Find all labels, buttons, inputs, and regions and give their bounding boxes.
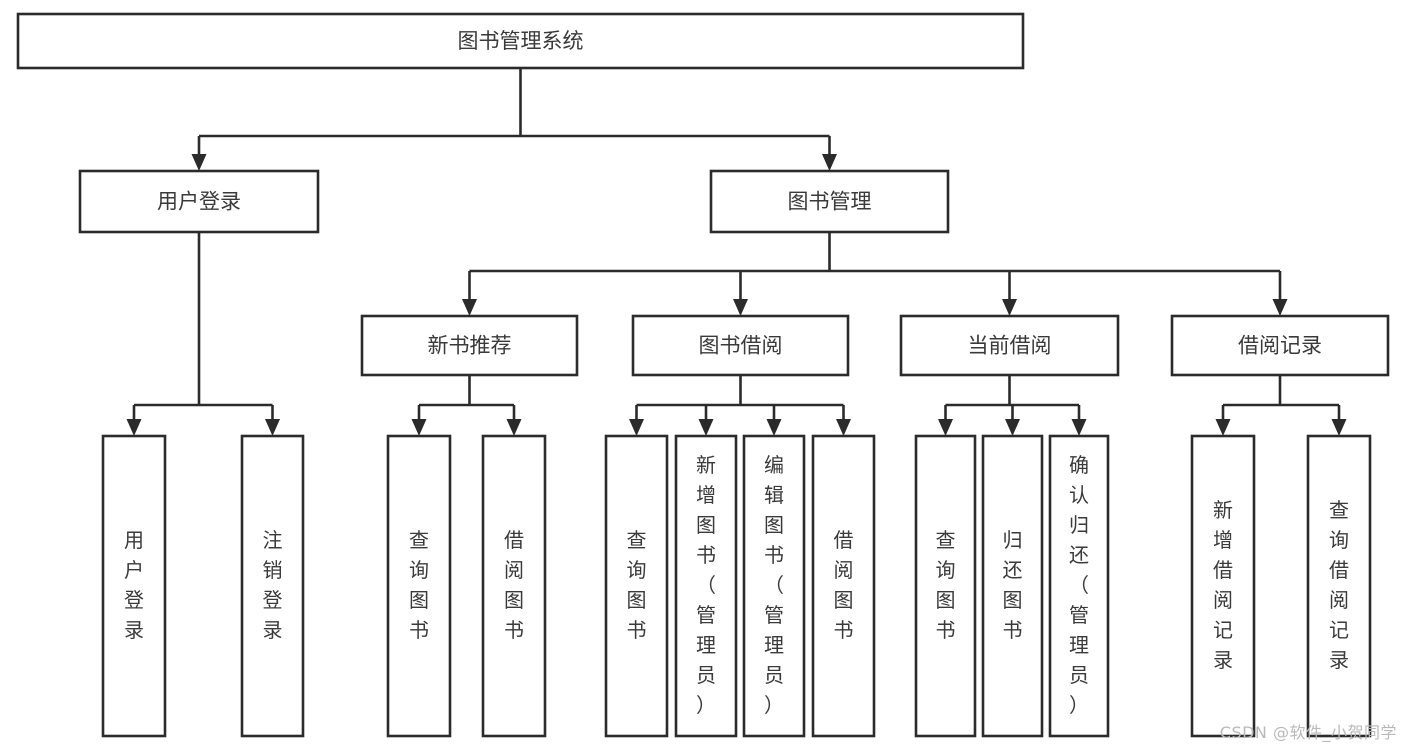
node-box[interactable] — [481, 434, 547, 738]
node-leaf-12[interactable]: 查询借阅记录 — [1306, 434, 1372, 738]
node-box[interactable] — [631, 314, 850, 377]
node-leaf-10[interactable]: 确认归还（管理员） — [1048, 434, 1110, 738]
arrow-head-icon — [836, 419, 851, 436]
node-leaf-4[interactable]: 查询图书 — [604, 434, 669, 738]
node-label: 新增图书（管理员） — [696, 453, 716, 717]
node-label: 借阅图书 — [834, 528, 854, 642]
node-label: 查询图书 — [936, 528, 956, 642]
arrow-head-icon — [1215, 419, 1231, 436]
node-box[interactable] — [1170, 314, 1390, 377]
node-leaf-1[interactable]: 注销登录 — [240, 434, 305, 738]
node-box[interactable] — [78, 169, 320, 234]
node-box[interactable] — [240, 434, 305, 738]
node-box[interactable] — [604, 434, 669, 738]
node-label: 图书管理 — [788, 190, 872, 214]
node-label: 归还图书 — [1003, 528, 1023, 642]
arrow-head-icon — [411, 419, 427, 436]
node-label: 图书管理系统 — [458, 29, 584, 53]
arrow-head-icon — [822, 154, 837, 171]
node-l2-1[interactable]: 图书管理 — [709, 169, 950, 234]
branch-book-borrow — [629, 375, 851, 436]
arrow-head-icon — [938, 419, 953, 436]
node-box[interactable] — [914, 434, 977, 738]
node-root-0[interactable]: 图书管理系统 — [16, 12, 1025, 70]
branch-root — [191, 68, 837, 171]
connector-layer — [126, 68, 1347, 436]
node-box[interactable] — [981, 434, 1044, 738]
node-box[interactable] — [1048, 434, 1110, 738]
node-label: 新书推荐 — [428, 334, 512, 358]
node-label: 编辑图书（管理员） — [764, 453, 784, 717]
arrow-head-icon — [1331, 419, 1347, 436]
arrow-head-icon — [733, 299, 748, 316]
node-leaf-2[interactable]: 查询图书 — [386, 434, 452, 738]
arrow-head-icon — [191, 154, 207, 171]
branch-book-management — [462, 232, 1288, 316]
node-box[interactable] — [1190, 434, 1256, 738]
arrow-head-icon — [629, 419, 644, 436]
arrow-head-icon — [265, 419, 280, 436]
branch-current-borrow — [938, 375, 1087, 436]
node-l2-0[interactable]: 用户登录 — [78, 169, 320, 234]
node-label: 新增借阅记录 — [1213, 498, 1233, 672]
node-label: 注销登录 — [263, 528, 283, 642]
node-box[interactable] — [674, 434, 738, 738]
branch-borrow-record — [1215, 375, 1347, 436]
arrow-head-icon — [698, 419, 714, 436]
branch-user-login — [126, 232, 280, 436]
node-box[interactable] — [386, 434, 452, 738]
node-label: 用户登录 — [157, 190, 241, 214]
node-l3-2[interactable]: 当前借阅 — [899, 314, 1120, 377]
node-label: 确认归还（管理员） — [1069, 453, 1089, 717]
node-label: 用户登录 — [124, 528, 144, 642]
node-label: 查询图书 — [409, 528, 429, 642]
node-label: 查询图书 — [627, 528, 647, 642]
node-label: 当前借阅 — [968, 334, 1052, 358]
node-leaf-3[interactable]: 借阅图书 — [481, 434, 547, 738]
node-leaf-9[interactable]: 归还图书 — [981, 434, 1044, 738]
arrow-head-icon — [766, 419, 782, 436]
node-leaf-0[interactable]: 用户登录 — [101, 434, 167, 738]
node-box[interactable] — [1306, 434, 1372, 738]
node-box[interactable] — [101, 434, 167, 738]
node-leaf-7[interactable]: 借阅图书 — [811, 434, 876, 738]
node-label: 借阅记录 — [1238, 334, 1322, 358]
node-l3-3[interactable]: 借阅记录 — [1170, 314, 1390, 377]
node-box[interactable] — [709, 169, 950, 234]
node-leaf-5[interactable]: 新增图书（管理员） — [674, 434, 738, 738]
arrow-head-icon — [1005, 419, 1020, 436]
node-label: 查询借阅记录 — [1329, 498, 1349, 672]
node-box[interactable] — [360, 314, 579, 377]
node-l3-1[interactable]: 图书借阅 — [631, 314, 850, 377]
node-box[interactable] — [899, 314, 1120, 377]
node-layer: 图书管理系统用户登录图书管理新书推荐图书借阅当前借阅借阅记录用户登录注销登录查询… — [16, 12, 1390, 738]
branch-new-book — [411, 375, 522, 436]
arrow-head-icon — [506, 419, 522, 436]
node-box[interactable] — [742, 434, 806, 738]
arrow-head-icon — [126, 419, 142, 436]
node-leaf-11[interactable]: 新增借阅记录 — [1190, 434, 1256, 738]
node-label: 图书借阅 — [699, 334, 783, 358]
node-label: 借阅图书 — [504, 528, 524, 642]
arrow-head-icon — [1071, 419, 1087, 436]
node-leaf-8[interactable]: 查询图书 — [914, 434, 977, 738]
arrow-head-icon — [1272, 299, 1288, 316]
node-l3-0[interactable]: 新书推荐 — [360, 314, 579, 377]
arrow-head-icon — [1002, 299, 1017, 316]
node-box[interactable] — [16, 12, 1025, 70]
node-box[interactable] — [811, 434, 876, 738]
node-leaf-6[interactable]: 编辑图书（管理员） — [742, 434, 806, 738]
arrow-head-icon — [462, 299, 477, 316]
